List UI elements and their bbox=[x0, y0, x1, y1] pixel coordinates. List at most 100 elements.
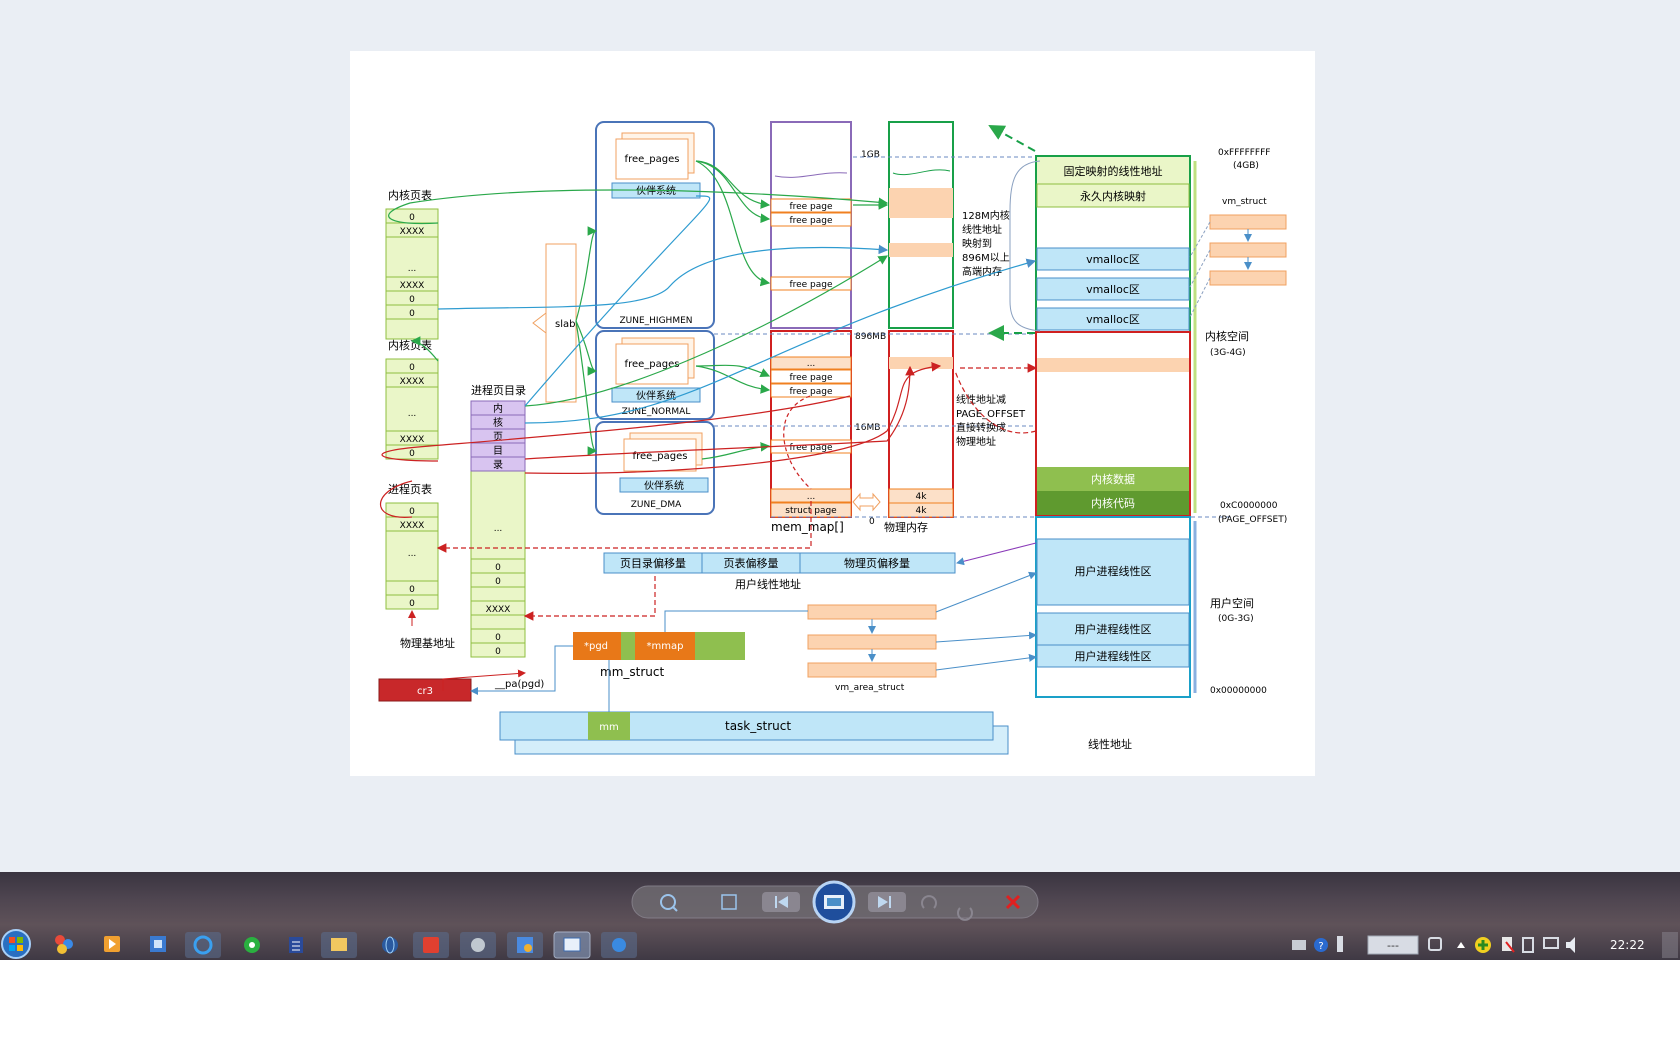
zone-normal-free-pages: free_pages bbox=[625, 359, 680, 370]
slideshow-icon[interactable] bbox=[812, 880, 856, 924]
diagram-image: 内核页表 0 XXXX ... XXXX 0 0 内核页表 bbox=[350, 51, 1315, 776]
volume-icon[interactable] bbox=[1566, 937, 1575, 953]
mem-map-column: free page free page free page ... free p… bbox=[770, 121, 852, 518]
mem-map-label: mem_map[] bbox=[771, 520, 844, 534]
app-icon[interactable] bbox=[460, 932, 496, 958]
mm-ellipsis-2: ... bbox=[807, 492, 816, 502]
pen-icon[interactable] bbox=[1337, 936, 1343, 952]
vm-struct-label: vm_struct bbox=[1222, 197, 1267, 207]
ppt-cell-2: ... bbox=[408, 549, 417, 559]
paint-icon[interactable] bbox=[55, 935, 73, 954]
zone-highmem-name: ZUNE_HIGHMEN bbox=[619, 316, 692, 326]
phys-base-label: 物理基地址 bbox=[400, 636, 455, 650]
paint-app-icon[interactable] bbox=[507, 932, 543, 958]
mm-free-page-2: free page bbox=[789, 216, 833, 226]
slab-arrow-icon bbox=[532, 311, 547, 335]
user-area-1: 用户进程线性区 bbox=[1075, 564, 1152, 578]
start-orb-icon[interactable] bbox=[1, 929, 31, 959]
process-pt-title: 进程页表 bbox=[388, 482, 432, 496]
kernel-pt-title-1: 内核页表 bbox=[388, 188, 432, 202]
user-space-sub: (0G-3G) bbox=[1218, 614, 1254, 624]
svg-text:线性地址减: 线性地址减 bbox=[956, 393, 1006, 406]
zone-dma: free_pages 伙伴系统 ZUNE_DMA bbox=[595, 421, 715, 515]
ppt-cell-0: 0 bbox=[409, 507, 415, 517]
keyboard-icon[interactable] bbox=[1292, 940, 1306, 950]
help-icon[interactable]: ? bbox=[1314, 938, 1328, 952]
globe-icon[interactable] bbox=[382, 936, 398, 954]
ppt-cell-1: XXXX bbox=[400, 521, 425, 531]
pd-cell-2: 0 bbox=[495, 577, 501, 587]
addr-page-offset: 0xC0000000 bbox=[1220, 501, 1278, 511]
mm-free-page-3: free page bbox=[789, 280, 833, 290]
window-app-icon[interactable] bbox=[553, 931, 591, 959]
media-player-icon[interactable] bbox=[104, 936, 120, 952]
label-16mb: 16MB bbox=[855, 423, 880, 433]
user-space-label: 用户空间 bbox=[1210, 596, 1254, 610]
pa-pgd-label: __pa(pgd) bbox=[494, 679, 544, 690]
fixmap-label: 固定映射的线性地址 bbox=[1064, 164, 1163, 178]
zone-normal-buddy: 伙伴系统 bbox=[636, 389, 676, 402]
user-area-2: 用户进程线性区 bbox=[1075, 622, 1152, 636]
previous-icon[interactable] bbox=[762, 892, 800, 912]
pd-cell-0: ... bbox=[494, 524, 503, 534]
mm-free-page-4: free page bbox=[789, 373, 833, 383]
pt-offset: 页表偏移量 bbox=[724, 556, 779, 570]
kpt1-cell-4: 0 bbox=[409, 295, 415, 305]
slab-label: slab bbox=[555, 319, 575, 330]
mm-free-page-5: free page bbox=[789, 387, 833, 397]
kpt2-cell-3: XXXX bbox=[400, 435, 425, 445]
device-icon[interactable] bbox=[1522, 937, 1534, 953]
mm-struct: *pgd *mmap bbox=[573, 632, 745, 660]
pgd-offset: 页目录偏移量 bbox=[620, 556, 686, 570]
task-struct-label: task_struct bbox=[725, 719, 791, 733]
internet-explorer-icon[interactable] bbox=[185, 932, 221, 958]
pd-cell-1: 0 bbox=[495, 563, 501, 573]
pd-kernel-cell-1: 核 bbox=[493, 416, 503, 429]
blue-globe-icon[interactable] bbox=[601, 932, 637, 958]
next-icon[interactable] bbox=[868, 892, 906, 912]
show-desktop-button[interactable] bbox=[1662, 932, 1678, 958]
network-icon[interactable] bbox=[150, 936, 166, 952]
zone-dma-free-pages: free_pages bbox=[633, 451, 688, 462]
flag-icon[interactable] bbox=[1502, 937, 1515, 953]
network-tray-icon[interactable] bbox=[1543, 937, 1559, 949]
kpt2-cell-4: 0 bbox=[409, 449, 415, 459]
addr-zero: 0x00000000 bbox=[1210, 686, 1267, 696]
show-hidden-icon[interactable] bbox=[1457, 942, 1465, 948]
pd-cell-3: XXXX bbox=[486, 605, 511, 615]
kernel-page-table-2: 0 XXXX ... XXXX 0 bbox=[385, 358, 439, 460]
kpt2-cell-2: ... bbox=[408, 409, 417, 419]
mmap-field: *mmap bbox=[647, 641, 684, 652]
page-dir-title: 进程页目录 bbox=[471, 384, 526, 397]
label-1gb: 1GB bbox=[861, 150, 880, 160]
addr-page-offset-sub: (PAGE_OFFSET) bbox=[1218, 515, 1287, 525]
vma-2 bbox=[807, 634, 937, 650]
label-zero: 0 bbox=[869, 517, 875, 527]
delete-icon[interactable] bbox=[1005, 894, 1021, 910]
svg-text:直接转换成: 直接转换成 bbox=[956, 421, 1006, 434]
rotate-right-icon[interactable] bbox=[957, 907, 973, 921]
ppt-cell-3: 0 bbox=[409, 585, 415, 595]
explorer-folder-icon[interactable] bbox=[321, 932, 357, 958]
red-app-icon[interactable] bbox=[413, 932, 449, 958]
mm-free-page-6: free page bbox=[789, 443, 833, 453]
kpt1-cell-2: ... bbox=[408, 264, 417, 274]
vm-struct-1 bbox=[1209, 214, 1287, 230]
rotate-left-icon[interactable] bbox=[921, 895, 937, 909]
usb-icon[interactable] bbox=[1428, 937, 1442, 951]
zoom-icon[interactable] bbox=[660, 894, 678, 912]
zone-normal-name: ZUNE_NORMAL bbox=[622, 407, 691, 417]
process-page-directory: 内 核 页 目 录 ... 0 0 XXXX 0 0 bbox=[470, 400, 526, 658]
process-page-table: 0 XXXX ... 0 0 bbox=[385, 502, 439, 610]
pd-cell-4: 0 bbox=[495, 633, 501, 643]
user-linear-address-bar: 页目录偏移量 页表偏移量 物理页偏移量 bbox=[603, 552, 956, 574]
green-browser-icon[interactable] bbox=[244, 937, 260, 953]
actual-size-icon[interactable] bbox=[721, 894, 737, 910]
list-app-icon[interactable] bbox=[289, 937, 303, 953]
tray-field[interactable] bbox=[1367, 935, 1419, 955]
svg-text:线性地址: 线性地址 bbox=[962, 223, 1002, 236]
kpt1-cell-5: 0 bbox=[409, 309, 415, 319]
clock[interactable]: 22:22 bbox=[1610, 938, 1645, 952]
plus-icon[interactable] bbox=[1475, 937, 1491, 953]
tray-field-value: --- bbox=[1387, 939, 1399, 952]
